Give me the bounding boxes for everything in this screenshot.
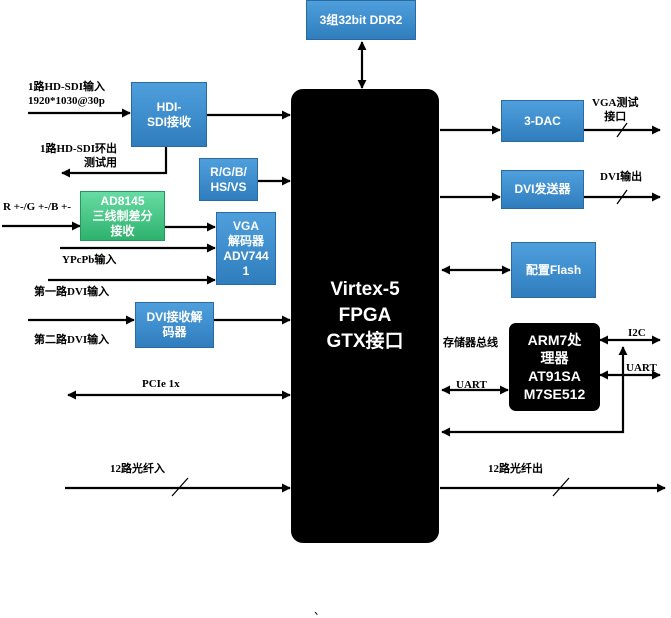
dvi-output-label: DVI输出 [600,171,643,183]
arm-to-fpga-path [441,346,628,437]
fiber-out-slash [552,477,570,497]
dac-block: 3-DAC [501,100,584,142]
dvi-input-1-label: 第一路DVI输入 [34,286,110,298]
dvi-transmitter-block: DVI发送器 [501,170,584,209]
ad8145-block: AD8145 三线制差分 接收 [80,191,165,241]
dvi-receiver-block: DVI接收解 码器 [135,302,214,348]
ypbpr-input-label: YPcPb输入 [62,254,117,266]
rgb-hs-vs-block: R/G/B/ HS/VS [199,158,258,201]
fiber-out-label: 12路光纤出 [488,463,543,475]
hd-sdi-loop-label: 1路HD-SDI环出 测试用 [40,143,118,169]
arm-processor-block: ARM7处 理器 AT91SA M7SE512 [509,323,600,411]
fpga-block: Virtex-5 FPGA GTX接口 [291,89,439,543]
dvi-tx-output-slash [616,189,628,205]
memory-bus-label: 存储器总线 [443,337,498,349]
dac-output-slash [616,122,628,138]
hd-sdi-loop-arrow [61,147,168,178]
config-flash-block: 配置Flash [511,242,596,298]
fiber-in-slash [171,477,189,497]
vga-test-label: VGA测试 接口 [592,97,639,123]
rgb-input-label: R +-/G +-/B +- [3,201,71,213]
stray-mark: 、 [314,605,325,617]
ddr2-block: 3组32bit DDR2 [306,0,416,40]
uart-external-label: UART [626,362,657,374]
hdi-sdi-block: HDI- SDI接收 [131,82,207,147]
fiber-in-label: 12路光纤入 [110,463,165,475]
pcie-label: PCIe 1x [142,378,180,390]
i2c-label: I2C [628,327,646,339]
uart-fpga-label: UART [456,379,487,391]
hd-sdi-input-label: 1路HD-SDI输入 1920*1030@30p [28,81,106,107]
vga-decoder-block: VGA 解码器 ADV744 1 [216,212,276,285]
dvi-input-2-label: 第二路DVI输入 [34,334,110,346]
